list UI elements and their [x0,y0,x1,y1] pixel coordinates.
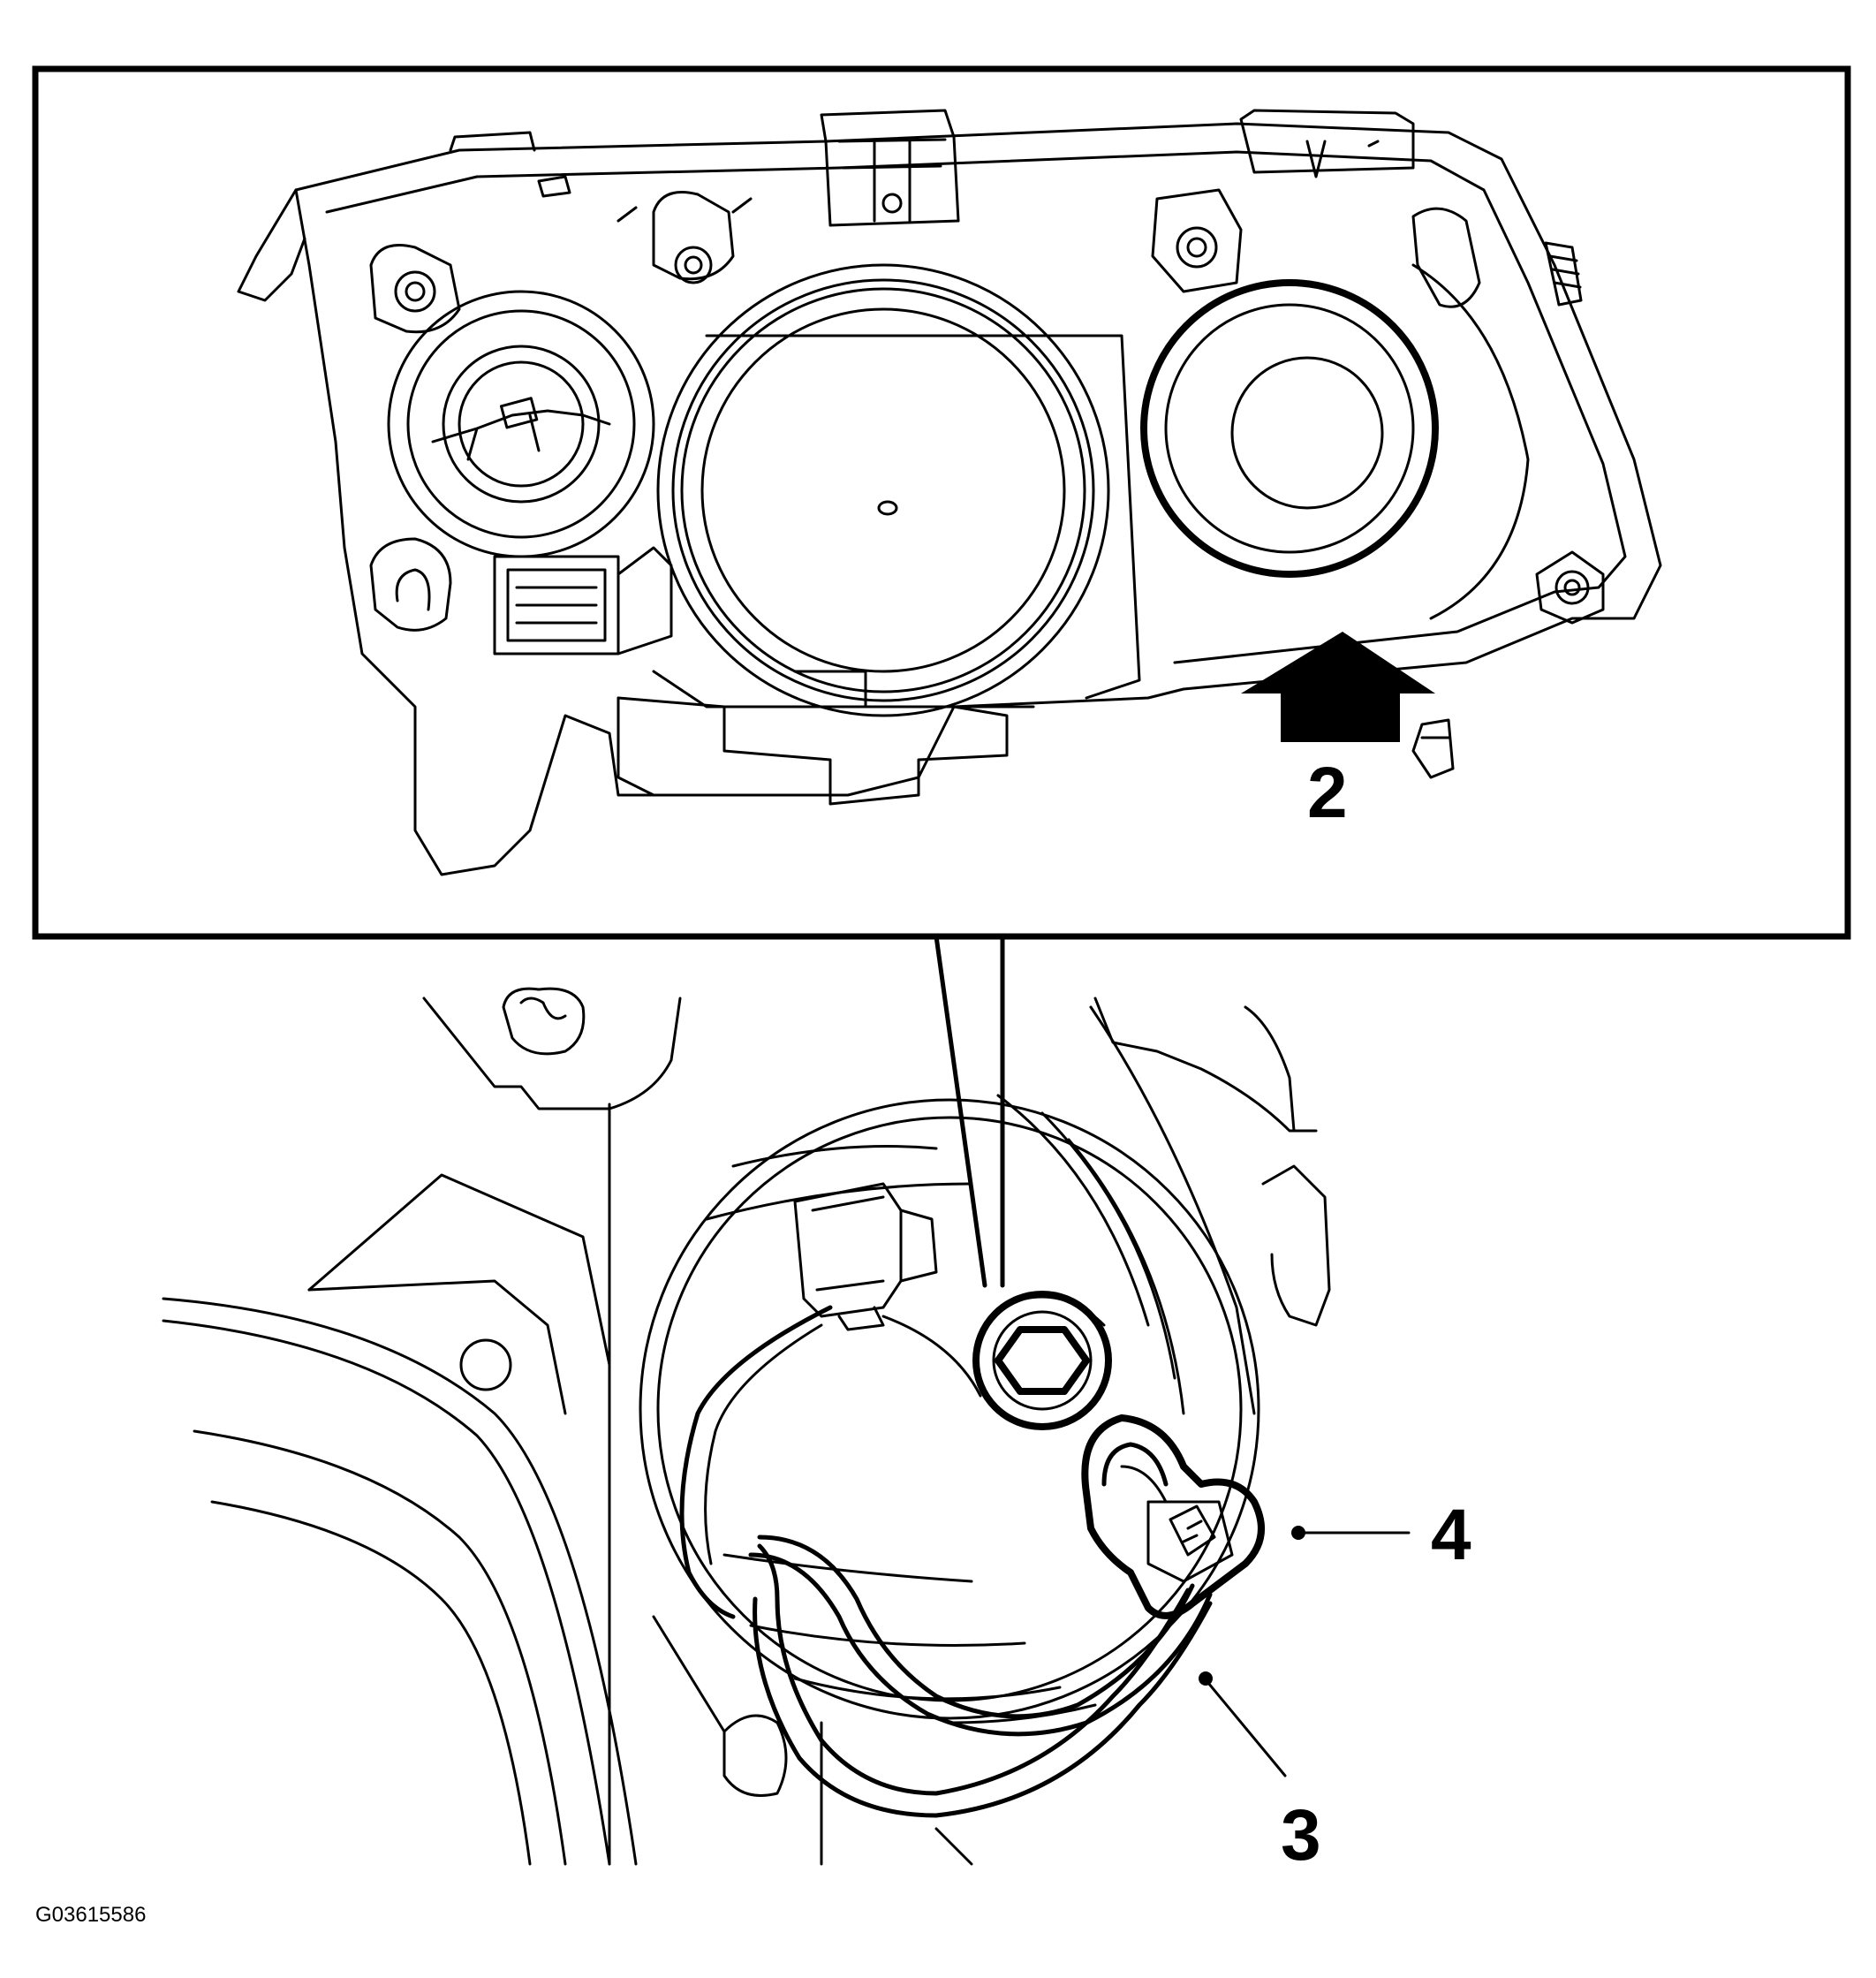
right-oval-slot [1411,207,1481,308]
top-boss-left-inner [519,997,567,1020]
bulb-retaining-nut [972,1291,1112,1430]
top-center-clip-detail [837,138,947,223]
inset-frame [32,65,1851,940]
top-right-clip [1239,109,1415,174]
bottom-left-boss [369,537,452,632]
headlamp-housing-outline [294,122,1662,876]
bulb-detail-view: 4 3 [162,987,1471,1876]
bulb-feed-wire-b [704,1323,823,1565]
housing-inner-rim [325,150,1627,664]
bulb-feed-wire-a [679,1305,833,1619]
top-right-clip-detail [1305,140,1380,178]
lower-bracket-detail [617,670,867,797]
callout-3-dot [1199,1671,1213,1686]
mount-screw-right [1535,550,1605,625]
bottom-housing [652,1615,973,1866]
housing-right-tab [1261,1164,1331,1327]
top-left-clip [449,131,536,152]
wiring-harness-inner [753,1596,1213,1818]
callout-3-leader [1207,1681,1287,1777]
bulb-socket-connector [793,1182,938,1331]
top-boss-left [502,987,586,1056]
left-boss-center [307,1279,567,1415]
callout-2-arrow [1241,632,1435,742]
right-small-clip [1411,718,1455,779]
inset-leader [934,934,1005,1288]
left-reflector-arc-1 [162,1297,638,1866]
left-mount-tab [237,188,306,302]
left-boss-hole [459,1338,512,1391]
callout-4-dot [1291,1526,1305,1540]
bulb-housing-ribs [705,1094,1185,1415]
right-adjuster-gear [1544,241,1583,307]
sidelight-bulb-cap [387,290,655,558]
harness-plug-connector [1081,1414,1265,1619]
headlamp-inset: 2 [32,65,1851,940]
lower-bracket [617,696,1009,806]
mount-screw-top-right [1151,188,1243,293]
wiring-harness-outer [757,1543,1191,1796]
left-triangle-housing [307,1173,611,1866]
top-boss-right [1244,1005,1296,1133]
callout-4-label: 4 [1431,1495,1471,1575]
electrical-connector-block [493,546,673,656]
bulb-housing-outer [639,1098,1260,1720]
callout-3-label: 3 [1281,1795,1321,1876]
low-beam-cover [652,263,1141,717]
connector-leader [881,1315,982,1398]
top-center-hole [881,193,903,214]
mount-screw-top-left [617,191,753,284]
top-center-clip [820,109,960,227]
high-beam-cover [1140,263,1530,620]
harness-loop-upper-b [748,1552,1213,1737]
left-reflector-arc-4 [210,1500,532,1866]
housing-mid-line [1089,1005,1256,1415]
left-reflector-arc-2 [162,1319,611,1866]
housing-top-right [1093,997,1318,1133]
housing-top-left [422,997,682,1110]
bottom-boss [722,1714,788,1797]
callout-2-label: 2 [1307,753,1348,833]
harness-loop-upper-a [757,1535,1195,1719]
bulb-housing-ribs-lower [722,1553,1097,1724]
left-reflector-arc-3 [193,1429,567,1866]
top-small-clip [537,175,571,198]
figure-id: G03615586 [35,1903,146,1927]
mount-screw-left [369,244,461,334]
